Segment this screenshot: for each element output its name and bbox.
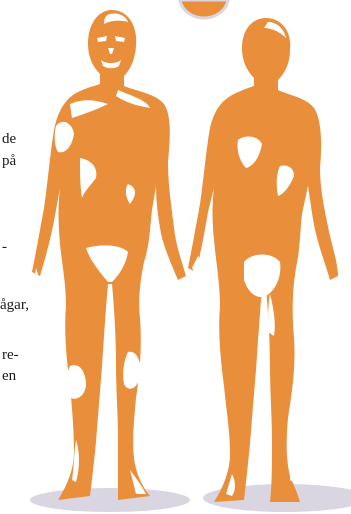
human-body-front-icon bbox=[32, 10, 186, 500]
badge-icon bbox=[180, 0, 228, 18]
back-calf-highlight bbox=[290, 436, 297, 484]
human-body-back-icon bbox=[188, 18, 338, 502]
floor-shadow-front bbox=[30, 488, 190, 512]
